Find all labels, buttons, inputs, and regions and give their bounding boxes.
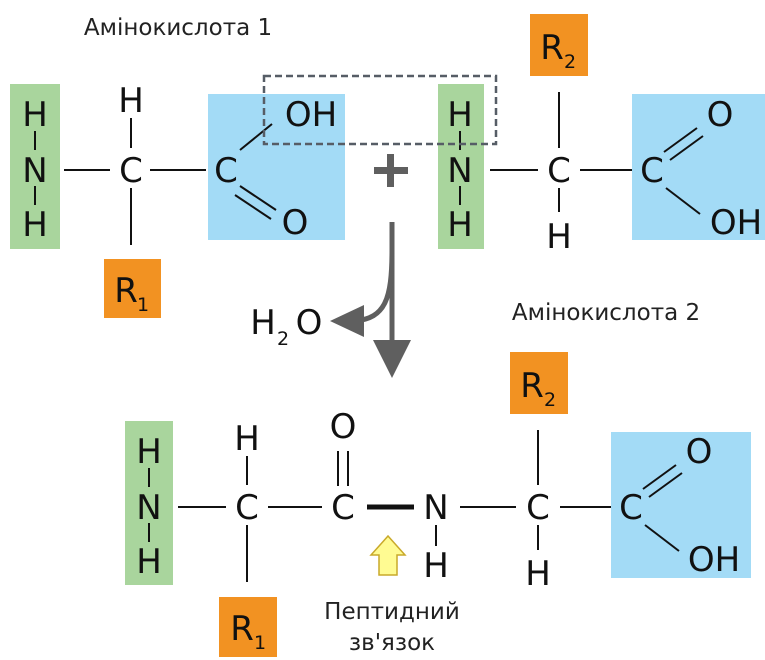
- water-removal-box: [262, 74, 498, 146]
- r1-label: R: [114, 271, 138, 311]
- reaction-arrow: [330, 222, 411, 378]
- atom-h: H: [22, 95, 48, 135]
- atom-n: N: [22, 151, 47, 191]
- down-arrow-head: [373, 340, 411, 378]
- atom-o: O: [282, 203, 309, 243]
- r1-group-box: [104, 259, 161, 318]
- atom-c-carboxyl: C: [619, 488, 643, 528]
- atom-c-alpha: C: [119, 151, 143, 191]
- water-subscript: 2: [277, 328, 289, 350]
- r1-group-box: [219, 597, 277, 657]
- hydroxyl-label: OH: [710, 203, 762, 243]
- dipeptide: H N H C H R 1 C O N H C R 2 H C O OH: [125, 352, 751, 657]
- r2-label: R: [520, 366, 544, 406]
- amino-acid-2-label: Амінокислота 2: [512, 300, 700, 326]
- atom-n: N: [423, 488, 448, 528]
- hydroxyl-label: OH: [688, 540, 740, 580]
- r1-subscript: 1: [254, 632, 266, 654]
- atom-h: H: [136, 432, 162, 472]
- atom-c-carboxyl: C: [640, 151, 664, 191]
- r2-label: R: [540, 28, 564, 68]
- atom-c-alpha: C: [235, 488, 259, 528]
- r2-subscript: 2: [564, 51, 576, 73]
- atom-h: H: [546, 217, 572, 257]
- water-o: O: [296, 303, 323, 343]
- amine-group-box: [438, 84, 484, 249]
- atom-h: H: [447, 205, 473, 245]
- atom-h: H: [118, 81, 144, 121]
- atom-c-alpha: C: [526, 488, 550, 528]
- carboxyl-group-box: [611, 432, 751, 578]
- water-h: H: [250, 303, 276, 343]
- r2-group-box: [530, 14, 588, 76]
- atom-h: H: [423, 546, 449, 586]
- r2-group-box: [510, 352, 568, 414]
- plus-sign: [374, 154, 408, 187]
- atom-o: O: [330, 407, 357, 447]
- atom-c-alpha: C: [547, 151, 571, 191]
- atom-h: H: [22, 205, 48, 245]
- atom-h: H: [525, 554, 551, 594]
- atom-c-carboxyl: C: [214, 151, 238, 191]
- amine-group-box: [125, 421, 173, 585]
- peptide-bond-label-line1: Пептидний: [324, 599, 460, 625]
- amino-acid-1-label: Амінокислота 1: [84, 15, 272, 41]
- atom-h: H: [234, 419, 260, 459]
- r2-subscript: 2: [544, 389, 556, 411]
- amino-acid-1: H N H C H R 1 C OH O: [10, 81, 345, 318]
- peptide-bond-marker-arrow: [369, 534, 407, 576]
- amino-acid-2: R 2 H N H C H C O OH: [438, 14, 765, 257]
- carboxyl-group-box: [632, 94, 765, 240]
- water-molecule: H 2 O: [250, 303, 322, 350]
- r1-subscript: 1: [137, 294, 149, 316]
- r1-label: R: [230, 609, 254, 649]
- left-arrow-head: [330, 305, 364, 337]
- hydroxyl-label: OH: [285, 95, 337, 135]
- atom-o: O: [707, 95, 734, 135]
- atom-h: H: [136, 542, 162, 582]
- atom-c-carbonyl: C: [331, 488, 355, 528]
- atom-o: O: [686, 432, 713, 472]
- atom-n: N: [447, 151, 472, 191]
- peptide-bond-label-line2: зв'язок: [349, 630, 435, 656]
- amine-group-box: [10, 84, 60, 249]
- atom-n: N: [136, 488, 161, 528]
- atom-h: H: [447, 95, 473, 135]
- carboxyl-group-box: [208, 94, 345, 240]
